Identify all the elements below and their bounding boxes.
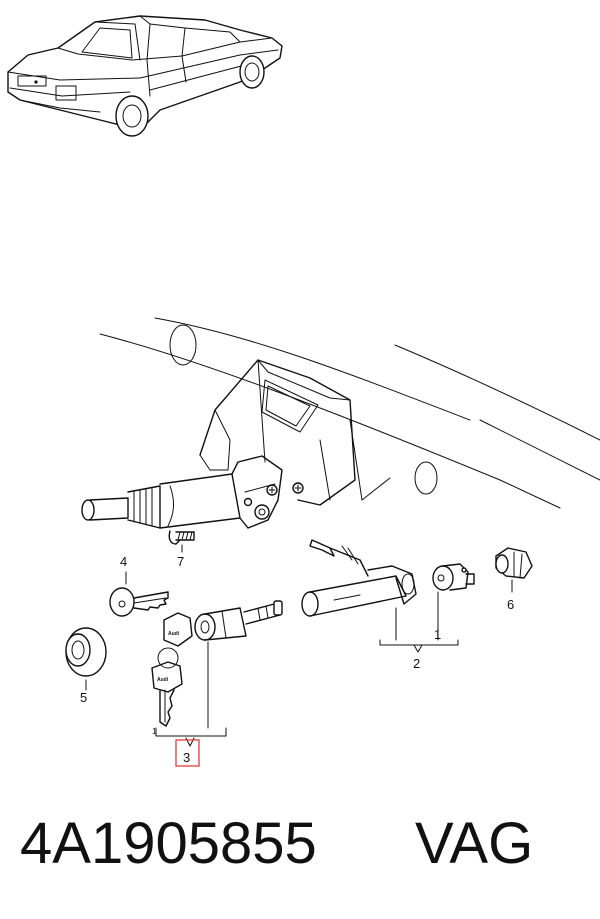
callout-6: 6 xyxy=(507,597,514,612)
part-3-lock-cylinder: Audi Audi 1 3 xyxy=(151,600,283,767)
callout-1: 1 xyxy=(434,627,441,642)
car-illustration xyxy=(7,15,283,137)
callout-3: 3 xyxy=(183,750,190,765)
callout-7: 7 xyxy=(177,554,184,569)
brand-label: VAG xyxy=(415,811,534,876)
installed-lock-assembly xyxy=(81,455,283,529)
callout-1-small: 1 xyxy=(152,727,157,736)
part-number-label: 4A1905855 xyxy=(20,811,317,876)
part-5-grommet: 5 xyxy=(65,627,107,705)
part-6-bushing: 6 xyxy=(495,547,533,612)
part-2-lock-barrel: 2 xyxy=(301,539,459,671)
highlight-box xyxy=(175,739,200,767)
key-brand-label-lower: Audi xyxy=(157,677,169,683)
callout-4: 4 xyxy=(120,554,127,569)
part-1-switch: 1 xyxy=(432,563,475,642)
part-7-screw: 7 xyxy=(168,530,195,569)
callout-2: 2 xyxy=(413,656,420,671)
callout-5: 5 xyxy=(80,690,87,705)
body-panel xyxy=(99,317,600,509)
key-brand-label-upper: Audi xyxy=(168,631,180,637)
part-4-key: 4 xyxy=(109,554,169,617)
